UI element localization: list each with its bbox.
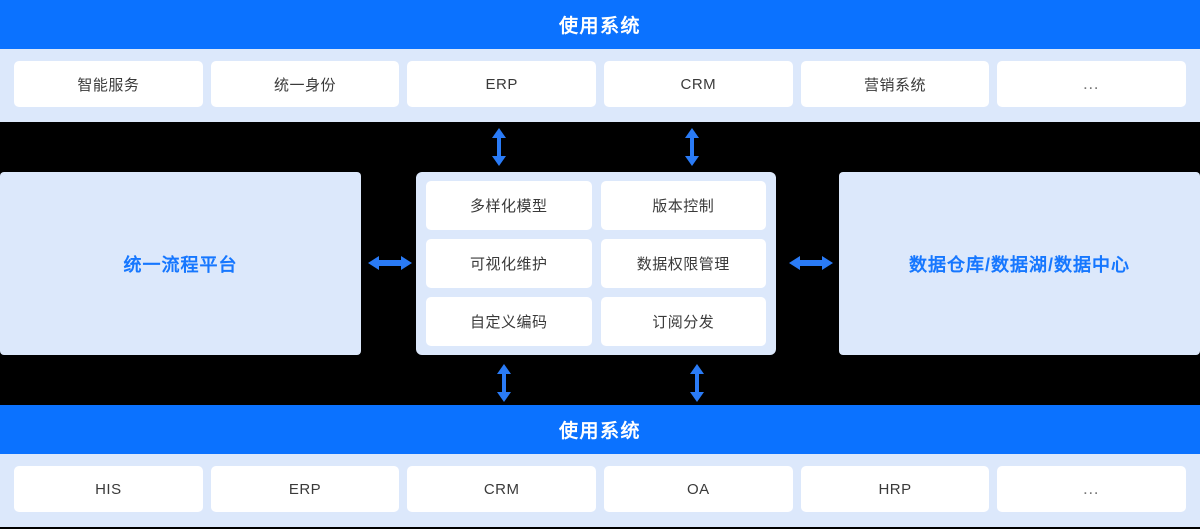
bottom-banner-bar: 使用系统	[0, 405, 1200, 454]
feature-card-label: 可视化维护	[469, 256, 548, 273]
unified-process-platform-label: 统一流程平台	[123, 254, 238, 275]
feature-card-label: 多样化模型	[469, 198, 548, 215]
system-card-label: …	[1082, 479, 1102, 498]
vertical-double-arrow-icon	[495, 364, 513, 402]
unified-process-platform-panel[interactable]: 统一流程平台	[0, 172, 361, 355]
feature-card[interactable]: 自定义编码	[426, 297, 592, 346]
data-storage-label: 数据仓库/数据湖/数据中心	[908, 254, 1130, 275]
core-capabilities-panel: 多样化模型 版本控制 可视化维护 数据权限管理 自定义编码 订阅分发	[416, 172, 776, 355]
bottom-systems-tray: HIS ERP CRM OA HRP …	[0, 454, 1200, 527]
middle-row: 统一流程平台 多样化模型 版本控制 可视化维护 数据权限管理 自定义编码 订阅分…	[0, 172, 1200, 355]
system-card[interactable]: HIS	[14, 466, 203, 512]
system-card[interactable]: HRP	[800, 466, 990, 512]
system-card-label: ERP	[288, 480, 322, 498]
system-card-label: CRM	[483, 480, 520, 498]
vertical-double-arrow-icon	[490, 128, 508, 166]
feature-card[interactable]: 多样化模型	[426, 181, 592, 230]
system-card-label: HRP	[878, 480, 912, 498]
system-card-label: OA	[687, 480, 710, 498]
system-card-label: CRM	[680, 75, 717, 93]
system-card-more[interactable]: …	[997, 61, 1187, 107]
feature-card-label: 数据权限管理	[636, 256, 730, 273]
system-card[interactable]: CRM	[604, 61, 793, 107]
system-card[interactable]: ERP	[407, 61, 597, 107]
system-card[interactable]: 营销系统	[800, 61, 990, 107]
feature-card[interactable]: 版本控制	[600, 181, 766, 230]
system-card[interactable]: ERP	[210, 466, 400, 512]
horizontal-double-arrow-icon	[789, 253, 833, 273]
feature-card[interactable]: 订阅分发	[600, 297, 766, 346]
system-card[interactable]: OA	[604, 466, 793, 512]
horizontal-double-arrow-icon	[368, 253, 412, 273]
system-card-label: 营销系统	[864, 76, 927, 94]
vertical-double-arrow-icon	[688, 364, 706, 402]
top-banner-title: 使用系统	[558, 16, 641, 37]
top-banner-bar: 使用系统	[0, 0, 1200, 49]
bottom-banner-title: 使用系统	[558, 421, 641, 442]
system-card-label: …	[1082, 74, 1102, 93]
system-card-label: 智能服务	[77, 76, 140, 94]
feature-card[interactable]: 数据权限管理	[600, 239, 766, 288]
system-card-label: ERP	[485, 75, 518, 93]
feature-card-label: 自定义编码	[469, 314, 548, 331]
bottom-systems-group: 使用系统 HIS ERP CRM OA HRP …	[0, 405, 1200, 527]
data-storage-panel[interactable]: 数据仓库/数据湖/数据中心	[839, 172, 1200, 355]
top-systems-tray: 智能服务 统一身份 ERP CRM 营销系统 …	[0, 49, 1200, 122]
vertical-double-arrow-icon	[683, 128, 701, 166]
system-card[interactable]: 智能服务	[14, 61, 203, 107]
top-systems-group: 使用系统 智能服务 统一身份 ERP CRM 营销系统 …	[0, 0, 1200, 122]
system-card-label: 统一身份	[274, 76, 337, 94]
system-card[interactable]: CRM	[407, 466, 597, 512]
system-card[interactable]: 统一身份	[210, 61, 400, 107]
feature-card-label: 订阅分发	[652, 314, 715, 331]
system-card-label: HIS	[95, 480, 122, 498]
feature-card-label: 版本控制	[652, 198, 715, 215]
system-card-more[interactable]: …	[997, 466, 1187, 512]
feature-card[interactable]: 可视化维护	[426, 239, 592, 288]
